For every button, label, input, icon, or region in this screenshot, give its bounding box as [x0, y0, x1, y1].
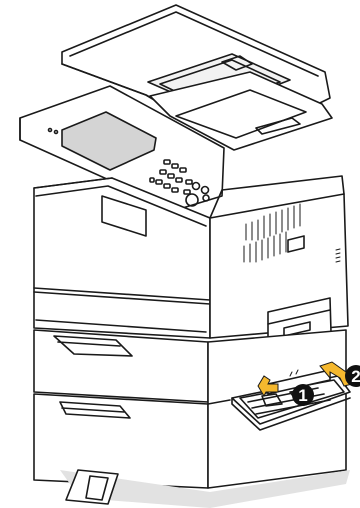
callout-2-number: 2 [351, 367, 360, 386]
callout-1: 1 [292, 384, 314, 406]
paper-tray-1 [34, 330, 208, 402]
callout-1-number: 1 [298, 386, 307, 405]
paper-tray-2 [34, 394, 208, 488]
